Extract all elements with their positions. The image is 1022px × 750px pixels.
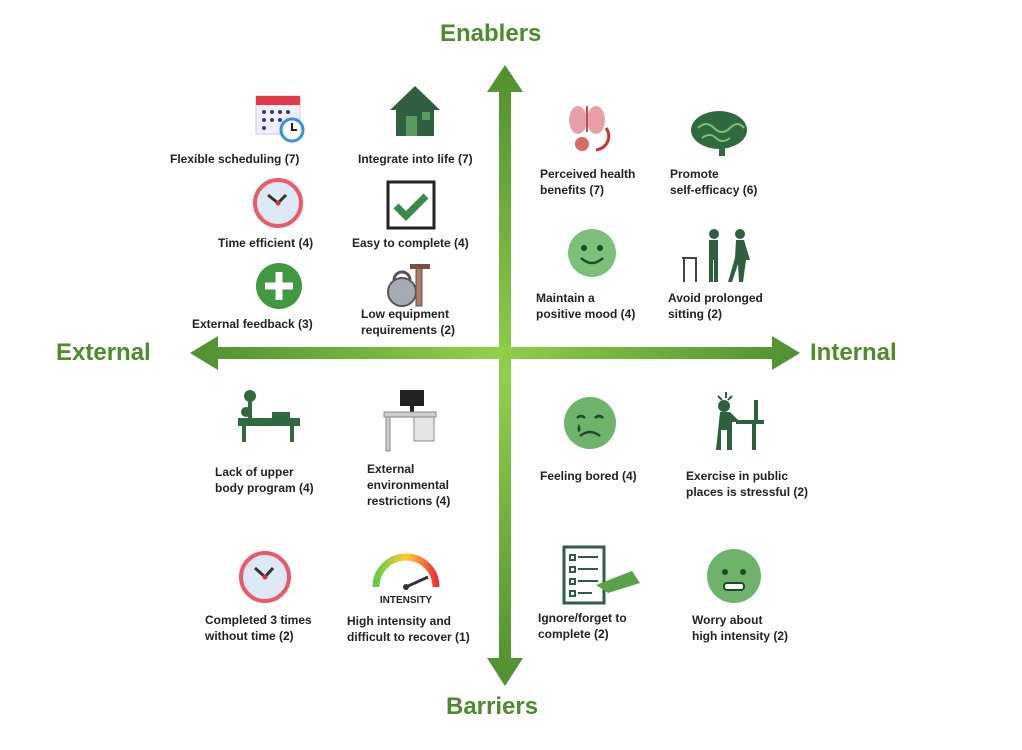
item-label: Worry about high intensity (2)	[692, 613, 788, 643]
clock-icon	[252, 177, 304, 229]
item-label: Perceived health benefits (7)	[540, 167, 636, 197]
house-icon	[388, 84, 442, 138]
bench-press-icon	[232, 388, 306, 444]
axis-label-internal: Internal	[810, 339, 897, 366]
plus-circle-icon	[255, 262, 303, 310]
sad-face-icon	[563, 396, 617, 450]
calendar-clock-icon	[254, 92, 306, 144]
checklist-icon	[562, 545, 644, 607]
item-label: Flexible scheduling (7)	[170, 152, 300, 166]
desk-icon	[380, 388, 440, 454]
item-label: Easy to complete (4)	[352, 236, 469, 250]
item-label: Ignore/forget to complete (2)	[538, 611, 627, 641]
axis-label-enablers: Enablers	[440, 20, 542, 47]
smiley-icon	[567, 228, 617, 278]
vertical-arrow	[487, 65, 523, 686]
item-label: Exercise in public places is stressful (…	[686, 469, 809, 499]
item-label: High intensity and difficult to recover …	[347, 614, 470, 644]
horizontal-arrow	[190, 336, 800, 370]
intensity-text: INTENSITY	[380, 595, 433, 606]
item-label: External environmental restrictions (4)	[367, 462, 451, 508]
axis-label-barriers: Barriers	[446, 693, 539, 720]
brain-icon	[688, 108, 750, 158]
worried-face-icon	[706, 548, 762, 604]
item-label: Feeling bored (4)	[540, 469, 637, 483]
item-label: Maintain a positive mood (4)	[536, 291, 636, 321]
stand-walk-icon	[680, 228, 760, 286]
item-label: Lack of upper body program (4)	[215, 465, 314, 495]
organs-icon	[558, 98, 618, 158]
clock-icon	[238, 550, 292, 604]
item-label: Avoid prolonged sitting (2)	[668, 291, 763, 321]
checkbox-icon	[386, 180, 436, 230]
kettlebell-icon	[384, 262, 434, 308]
axis-label-external: External	[56, 339, 151, 366]
item-label: External feedback (3)	[192, 317, 313, 331]
item-label: Time efficient (4)	[218, 236, 314, 250]
item-label: Promote self-efficacy (6)	[670, 167, 758, 197]
item-label: Completed 3 times without time (2)	[205, 613, 312, 643]
intensity-gauge-icon: INTENSITY	[370, 553, 442, 607]
stressed-desk-icon	[702, 388, 766, 452]
item-label: Low equipment requirements (2)	[361, 307, 456, 337]
item-label: Integrate into life (7)	[358, 152, 473, 166]
